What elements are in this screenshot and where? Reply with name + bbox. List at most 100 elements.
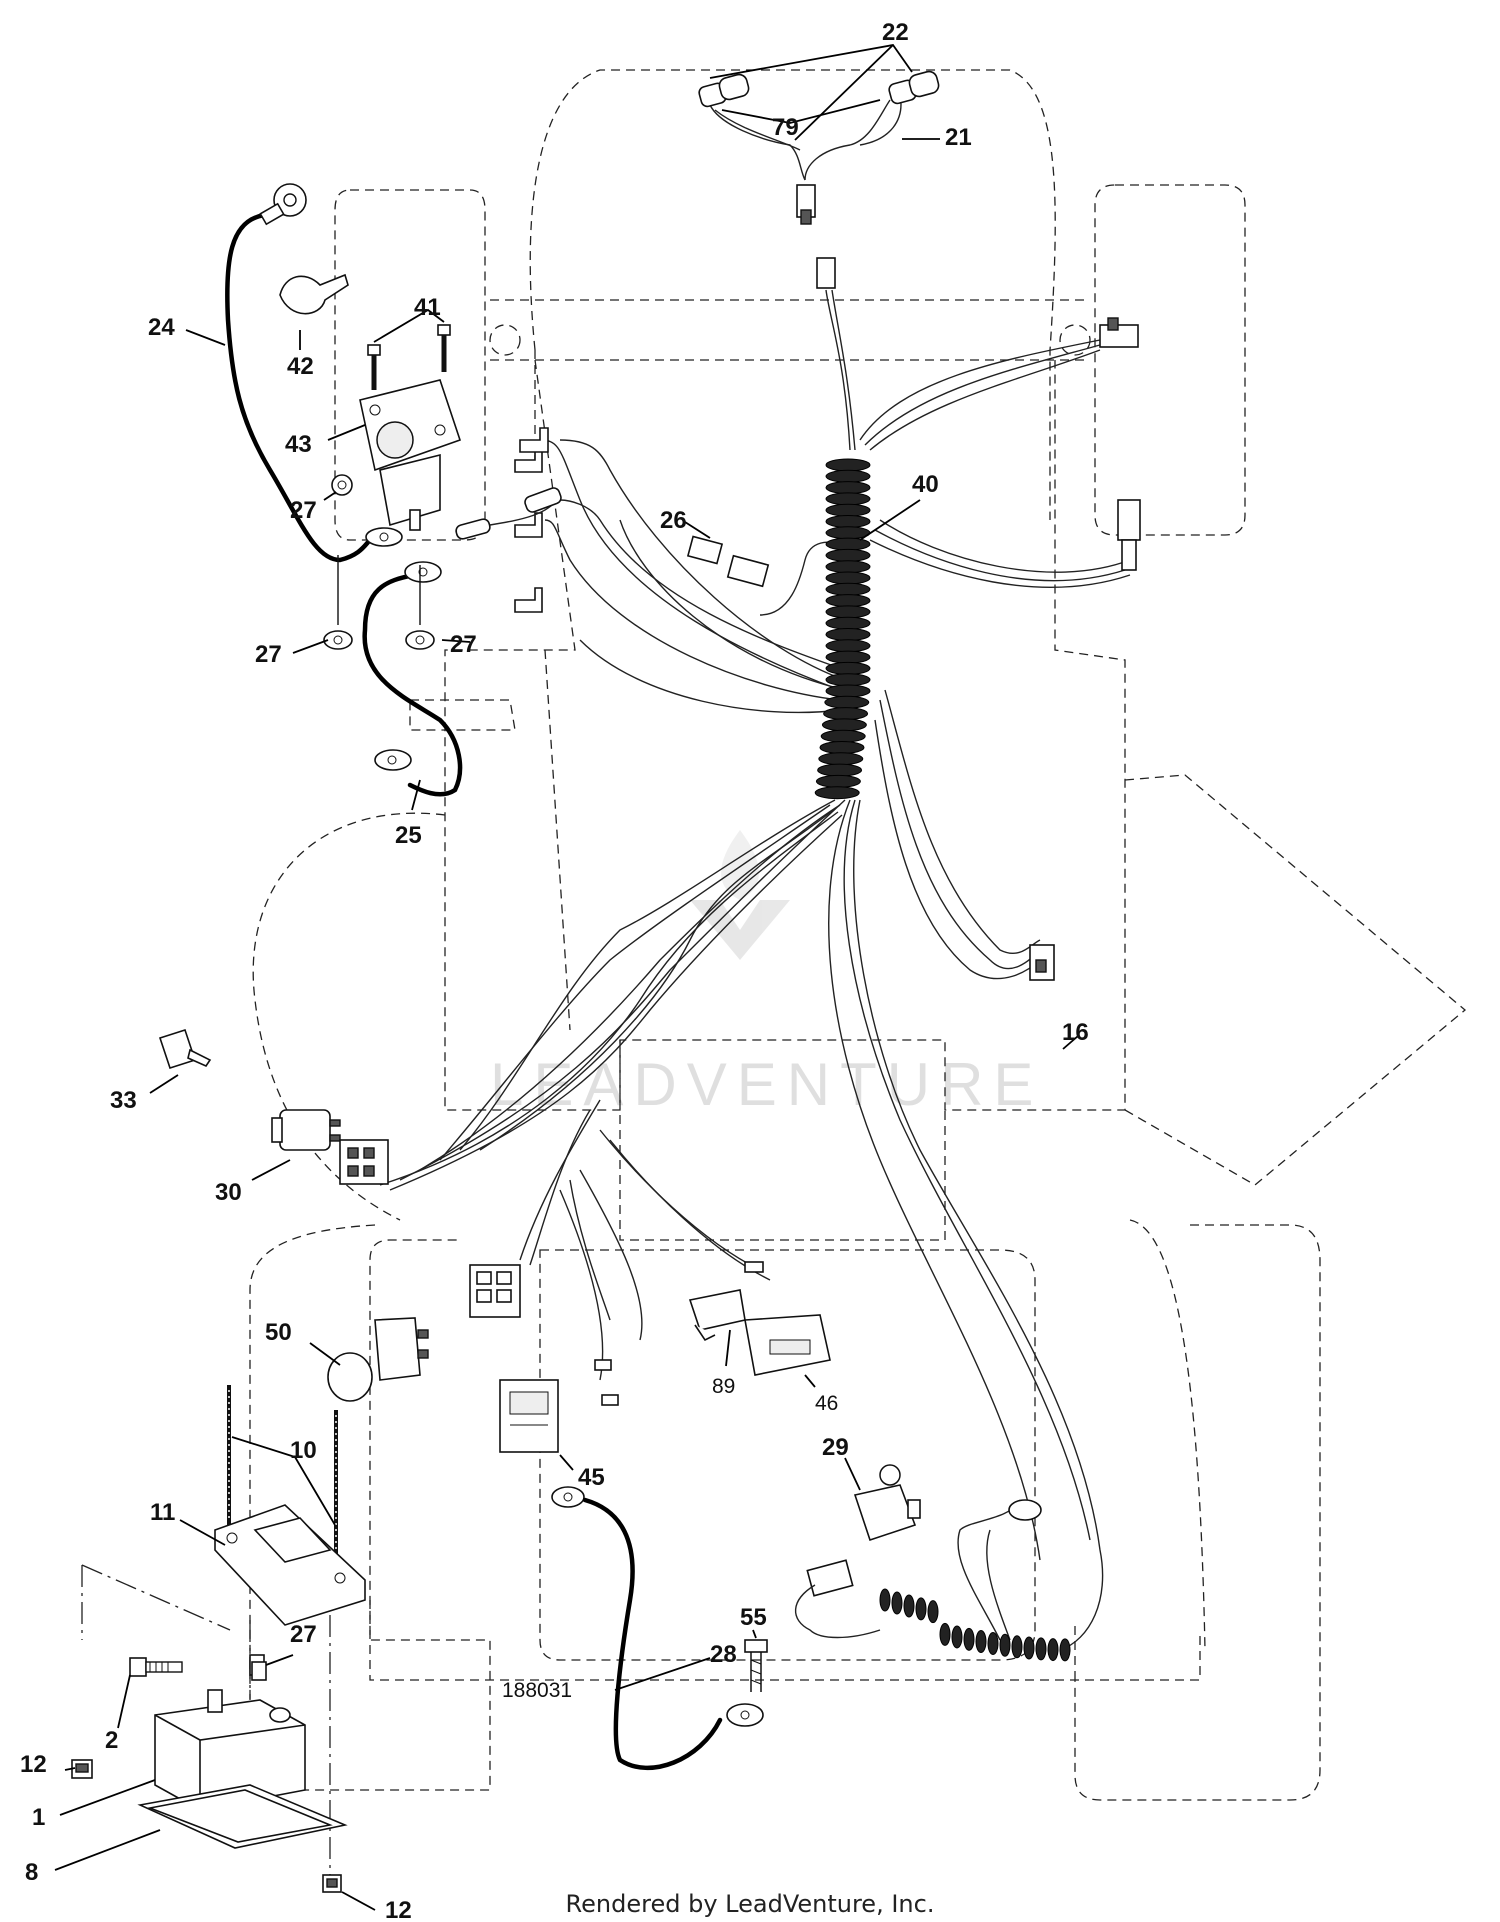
loom-coil-ring [825, 628, 871, 641]
rear-coil-ring [1035, 1637, 1047, 1661]
switch-29 [853, 1464, 921, 1542]
callout-27-solenoid: 27 [290, 497, 317, 524]
loom-coil-ring [825, 673, 871, 687]
headlight-bulb-right [888, 70, 940, 105]
loom-coil-ring [815, 774, 861, 788]
loom-coil-ring [825, 661, 871, 675]
battery-tray-8 [137, 1784, 348, 1849]
rear-coil [879, 1588, 1071, 1662]
callout-24: 24 [148, 314, 175, 341]
loom-coil-ring [825, 560, 871, 574]
rear-coil-ring [903, 1594, 915, 1618]
loom-coil-ring [825, 515, 871, 528]
loom-coil-ring [825, 684, 871, 698]
rear-coil-ring [999, 1633, 1011, 1657]
loom-coil-ring [825, 481, 871, 495]
bolt-41-left [367, 344, 381, 390]
loom-coil-ring [825, 571, 871, 585]
callout-27-battery: 27 [290, 1621, 317, 1648]
headlight-harness [709, 94, 902, 225]
watermark: LEADVENTURE [490, 830, 1043, 1118]
loom-coil-ring [825, 582, 871, 596]
callout-8: 8 [25, 1859, 38, 1886]
rear-coil-ring [951, 1625, 963, 1649]
rear-coil-ring [1059, 1638, 1071, 1662]
callout-55: 55 [740, 1604, 767, 1631]
rear-coil-ring [987, 1631, 999, 1655]
callout-11: 11 [150, 1499, 175, 1526]
rear-coil-ring [1047, 1638, 1059, 1662]
callout-42: 42 [287, 353, 314, 380]
loom-coil-ring [824, 695, 870, 709]
clip-12-left [71, 1759, 93, 1779]
bracket-89 [688, 1289, 746, 1342]
loom-coil-ring [817, 763, 863, 777]
loom-coil-ring [818, 752, 864, 766]
cable-25 [362, 561, 463, 797]
callout-29: 29 [822, 1434, 849, 1461]
nut-27-top [331, 474, 353, 496]
rear-coil-ring [975, 1630, 987, 1654]
callout-22: 22 [882, 19, 909, 46]
ignition-key-33 [158, 1028, 212, 1070]
callout-16: 16 [1062, 1019, 1089, 1046]
callout-2: 2 [105, 1727, 118, 1754]
callout-45: 45 [578, 1464, 605, 1491]
bolt-41-right [437, 324, 451, 372]
rear-coil-ring [1023, 1636, 1035, 1660]
headlight-bulb-left [698, 73, 750, 108]
loom-coil-ring [825, 537, 871, 551]
callout-40: 40 [912, 471, 939, 498]
leader-lines [54, 44, 1079, 1911]
coiled-loom [814, 458, 871, 800]
loom-coil-ring [825, 605, 871, 619]
bolt-55 [744, 1639, 768, 1692]
callout-25: 25 [395, 822, 422, 849]
callout-79: 79 [772, 114, 799, 141]
rear-coil-ring [879, 1588, 891, 1612]
clip-12-right [322, 1874, 342, 1893]
callout-21: 21 [945, 124, 972, 151]
rear-coil-ring [927, 1600, 939, 1624]
callout-41: 41 [414, 294, 441, 321]
rear-coil-ring [915, 1597, 927, 1621]
callout-27-left: 27 [255, 641, 282, 668]
loom-coil-ring [814, 786, 860, 800]
rear-coil-ring [1011, 1635, 1023, 1659]
hold-down-bracket-11 [214, 1504, 366, 1626]
loom-coil-ring [825, 594, 871, 608]
loom-coil-ring [825, 548, 871, 562]
tractor-outline [249, 69, 1467, 1801]
callout-labels: 22 79 21 24 41 42 43 27 26 40 27 27 25 1… [20, 19, 1089, 1922]
cable-28 [551, 1486, 764, 1771]
loom-coil-ring [825, 503, 871, 517]
callout-10: 10 [290, 1437, 317, 1464]
callout-28: 28 [710, 1641, 737, 1668]
watermark-text: LEADVENTURE [490, 1051, 1043, 1118]
battery-cable-24 [225, 183, 373, 563]
ammeter-45 [499, 1379, 559, 1453]
six-pin-connector [469, 1264, 521, 1318]
loom-coil-ring [825, 639, 871, 653]
callout-33: 33 [110, 1087, 137, 1114]
lug-27-left [323, 527, 403, 650]
callout-12-left: 12 [20, 1751, 47, 1778]
rear-coil-ring [939, 1622, 951, 1646]
loom-coil-ring [825, 616, 871, 630]
hold-down-rods-10 [227, 1385, 338, 1560]
callout-89: 89 [712, 1375, 735, 1398]
nut-27-right [405, 565, 435, 650]
callout-1: 1 [32, 1804, 45, 1831]
battery-1 [154, 1654, 306, 1811]
rear-coil-ring [891, 1591, 903, 1615]
boot-42 [279, 273, 349, 315]
callout-27-right: 27 [450, 631, 477, 658]
loom-coil-ring [825, 458, 871, 472]
bolt-2 [129, 1657, 183, 1677]
loom-coil-ring [823, 707, 869, 721]
rear-harness [794, 1499, 1042, 1641]
loom-coil-ring [825, 492, 871, 506]
hour-meter-46 [744, 1314, 831, 1376]
diagram-number: 188031 [502, 1679, 572, 1702]
